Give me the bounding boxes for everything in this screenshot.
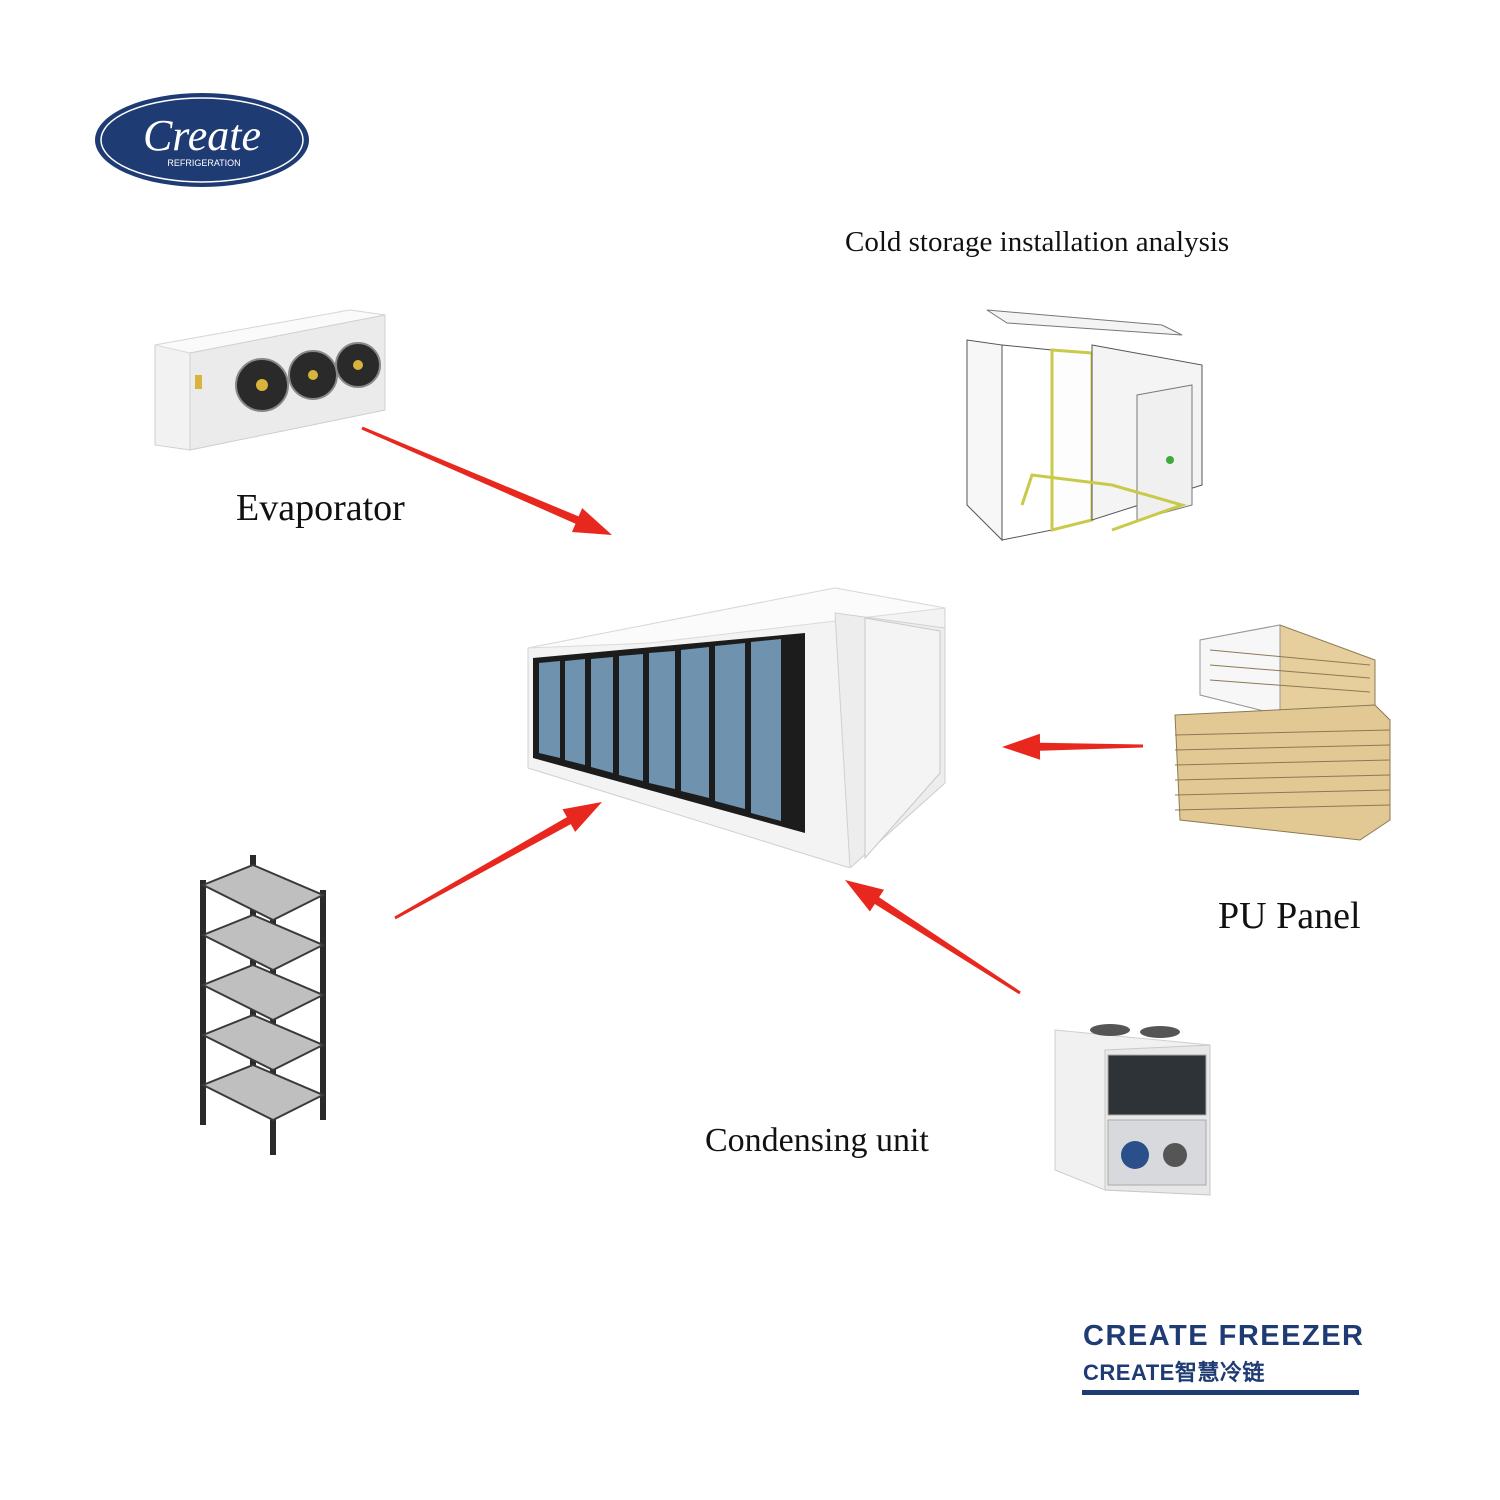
arrow-shelf-rack xyxy=(394,802,602,920)
condensing-unit-image xyxy=(1054,1024,1211,1196)
create-logo: Create REFRIGERATION xyxy=(95,93,309,187)
brand-line-1: CREATE FREEZER xyxy=(1083,1320,1365,1352)
arrow-pu-panel xyxy=(1002,733,1143,760)
pu-panel-image xyxy=(1174,624,1391,841)
installation-label: Cold storage installation analysis xyxy=(845,226,1230,258)
logo-name: Create xyxy=(143,111,261,160)
pu-panel-label: PU Panel xyxy=(1218,895,1361,937)
condensing-unit-label: Condensing unit xyxy=(705,1122,929,1159)
brand-line-2: CREATE智慧冷链 xyxy=(1083,1360,1265,1385)
arrow-condensing xyxy=(845,880,1021,995)
installation-image xyxy=(966,309,1203,542)
evaporator-image xyxy=(154,309,386,451)
cold-room-image xyxy=(527,587,946,868)
brand-underline xyxy=(1082,1390,1359,1395)
logo-subtitle: REFRIGERATION xyxy=(167,158,240,168)
evaporator-label: Evaporator xyxy=(236,487,405,529)
arrow-evaporator xyxy=(361,426,612,535)
shelf-rack-image xyxy=(200,855,326,1155)
